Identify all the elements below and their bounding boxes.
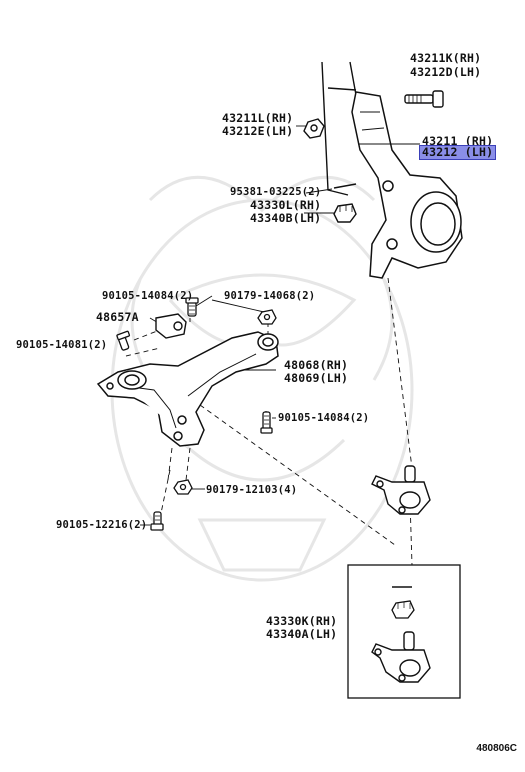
steering-knuckle [351,91,463,279]
castle-nut-icon [333,203,357,223]
strut-outline [321,61,357,196]
inset-ball-joint-icon [371,631,431,683]
rear-bolt-icon [260,411,273,434]
bracket-bolt-icon [185,297,199,317]
label-knuckle-nut-rh[interactable]: 43211K(RH) [410,51,482,65]
arm-bolt-icon [116,330,131,351]
label-nut-rh[interactable]: 43330L(RH) [250,198,322,212]
ball-joint-icon [371,465,431,515]
cotter-pin-icon [333,183,357,189]
assembly-dashed-lines [125,277,413,566]
label-knuckle-lh-highlighted[interactable]: 43212 (LH) [418,145,497,160]
label-knuckle-rh[interactable]: 43211 (RH) [422,134,494,148]
label-bolt-d[interactable]: 90105-12216(2) [56,519,148,531]
label-nut-lh[interactable]: 43340B(LH) [250,211,322,225]
label-bolt-a[interactable]: 90105-14084(2) [102,290,194,302]
hub-nut-icon [303,118,325,139]
label-bracket[interactable]: 48657A [96,310,139,324]
inset-box [347,564,461,699]
label-arm-rh[interactable]: 48068(RH) [284,358,349,372]
label-cotter-pin[interactable]: 95381-03225(2) [230,186,322,198]
arm-nut-icon [257,309,277,325]
label-nut-b[interactable]: 90179-12103(4) [206,484,298,496]
label-hub-lh[interactable]: 43212E(LH) [222,124,294,138]
label-hub-rh[interactable]: 43211L(RH) [222,111,294,125]
knuckle-bolt-icon [404,90,444,108]
lower-nut-icon [173,479,193,495]
lower-bolt-icon [150,511,164,531]
leader-lines [140,125,420,526]
label-bolt-c[interactable]: 90105-14084(2) [278,412,370,424]
label-joint-lh[interactable]: 43340A(LH) [266,627,338,641]
inset-castle-nut-icon [391,600,415,619]
label-joint-rh[interactable]: 43330K(RH) [266,614,338,628]
label-arm-lh[interactable]: 48069(LH) [284,371,349,385]
lower-control-arm [96,331,279,447]
label-knuckle-nut-lh[interactable]: 43212D(LH) [410,65,482,79]
label-nut-a[interactable]: 90179-14068(2) [224,290,316,302]
label-bolt-b[interactable]: 90105-14081(2) [16,339,108,351]
bracket-icon [155,313,187,339]
diagram-code: 480806C [476,743,517,754]
